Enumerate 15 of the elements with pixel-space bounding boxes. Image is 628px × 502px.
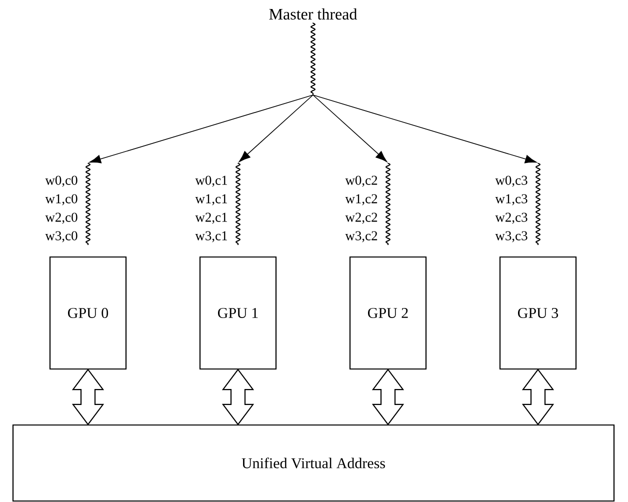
gpu-box: GPU 2 [349,256,427,370]
thread-label: w0,c0 w1,c0 w2,c0 w3,c0 [45,176,78,242]
thread-label: w0,c2 w1,c2 w2,c2 w3,c2 [345,176,378,242]
thread-line [535,162,541,246]
thread-line [385,162,391,246]
thread-line [235,162,241,246]
gpu-box: GPU 3 [499,256,577,370]
thread-label: w0,c3 w1,c3 w2,c3 w3,c3 [495,176,528,242]
gpu-box: GPU 1 [199,256,277,370]
arrow [310,22,537,164]
thread-label: w0,c1 w1,c1 w2,c1 w3,c1 [195,176,227,242]
gpu-box: GPU 0 [49,256,127,370]
memory-box: Unified Virtual Address [12,424,615,502]
thread-line [85,162,91,246]
title-text: Master thread [269,8,358,20]
